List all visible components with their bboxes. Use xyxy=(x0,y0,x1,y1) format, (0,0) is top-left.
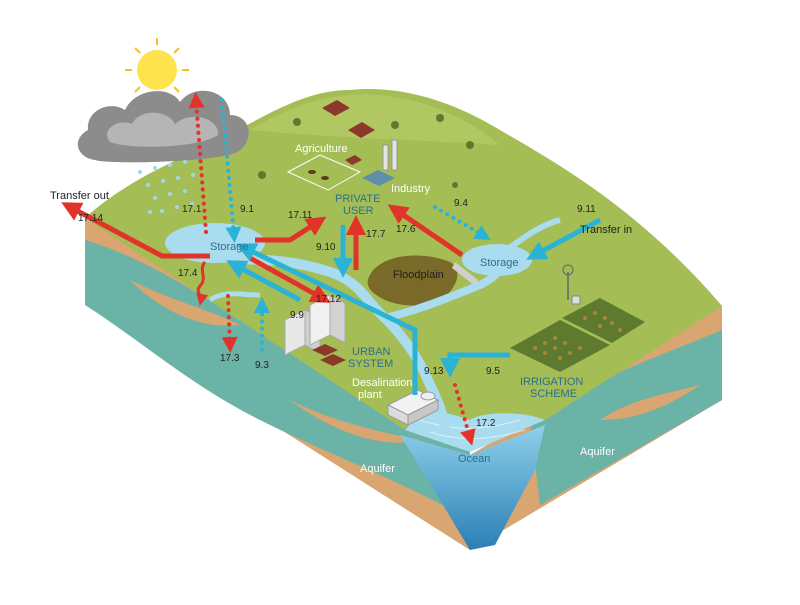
label-desal-line2: plant xyxy=(358,389,382,401)
arrow-17-6 xyxy=(387,204,464,258)
irrigation-fields xyxy=(510,298,645,372)
arrow-17-3 xyxy=(221,294,238,353)
arrow-9-11 xyxy=(526,217,602,260)
windmill-icon xyxy=(562,264,581,305)
cloud-icon xyxy=(77,90,249,163)
industry-factory xyxy=(362,139,398,186)
arrow-17-4 xyxy=(196,261,209,306)
flow-label-17-4: 17.4 xyxy=(178,268,198,279)
label-industry: Industry xyxy=(391,183,431,195)
flow-label-9-9: 9.9 xyxy=(290,310,304,321)
label-storage-left: Storage xyxy=(210,241,249,253)
desalination-plant-icon xyxy=(386,389,440,426)
label-aquifer-right: Aquifer xyxy=(580,446,615,458)
label-transfer-out: Transfer out xyxy=(50,190,109,202)
flow-label-17-2: 17.2 xyxy=(476,418,496,429)
flow-label-17-12: 17.12 xyxy=(316,294,341,305)
label-irrigation-line2: SCHEME xyxy=(530,388,577,400)
flow-label-17-6: 17.6 xyxy=(396,224,416,235)
arrow-9-13 xyxy=(235,243,418,395)
flow-label-17-11: 17.11 xyxy=(288,210,313,221)
flow-label-9-11: 9.11 xyxy=(577,204,596,215)
label-storage-right: Storage xyxy=(480,257,519,269)
arrow-17-11 xyxy=(255,216,327,243)
label-private-user-line1: PRIVATE xyxy=(335,193,380,205)
flow-label-9-4: 9.4 xyxy=(454,198,468,209)
label-desal-line1: Desalination xyxy=(352,377,413,389)
label-urban-line2: SYSTEM xyxy=(348,358,393,370)
flow-label-9-1: 9.1 xyxy=(240,204,254,215)
flow-label-9-10: 9.10 xyxy=(316,242,336,253)
arrow-17-1 xyxy=(188,92,208,234)
arrow-17-14 xyxy=(61,202,210,259)
label-urban-line1: URBAN xyxy=(352,346,391,358)
flow-label-17-7: 17.7 xyxy=(366,229,386,240)
arrow-9-1 xyxy=(220,98,242,243)
arrow-17-12 xyxy=(248,255,331,303)
label-ocean: Ocean xyxy=(458,453,490,465)
arrow-9-4 xyxy=(433,205,491,241)
label-floodplain: Floodplain xyxy=(393,269,444,281)
creek xyxy=(208,291,261,303)
trees xyxy=(258,114,474,188)
rain-drops xyxy=(138,160,195,214)
arrow-9-5 xyxy=(440,352,510,378)
label-aquifer-left: Aquifer xyxy=(360,463,395,475)
arrow-9-9 xyxy=(226,260,302,303)
flow-label-17-3: 17.3 xyxy=(220,353,240,364)
label-agriculture: Agriculture xyxy=(295,143,348,155)
block-right-face xyxy=(470,306,722,550)
label-private-user-line2: USER xyxy=(343,205,374,217)
flow-label-9-3: 9.3 xyxy=(255,360,269,371)
storage-right-dam xyxy=(452,262,478,286)
urban-buildings xyxy=(284,294,346,366)
flow-label-9-5: 9.5 xyxy=(486,366,500,377)
flow-label-9-13: 9.13 xyxy=(424,366,444,377)
agriculture-farm xyxy=(286,100,375,191)
flow-label-17-14: 17.14 xyxy=(78,213,103,224)
label-irrigation-line1: IRRIGATION xyxy=(520,376,583,388)
label-transfer-in: Transfer in xyxy=(580,224,632,236)
flow-label-17-1: 17.1 xyxy=(182,204,202,215)
arrow-17-2 xyxy=(453,383,476,446)
storage-right-reservoir xyxy=(462,244,532,276)
sun-icon xyxy=(125,38,189,102)
floodplain-area xyxy=(367,255,458,306)
